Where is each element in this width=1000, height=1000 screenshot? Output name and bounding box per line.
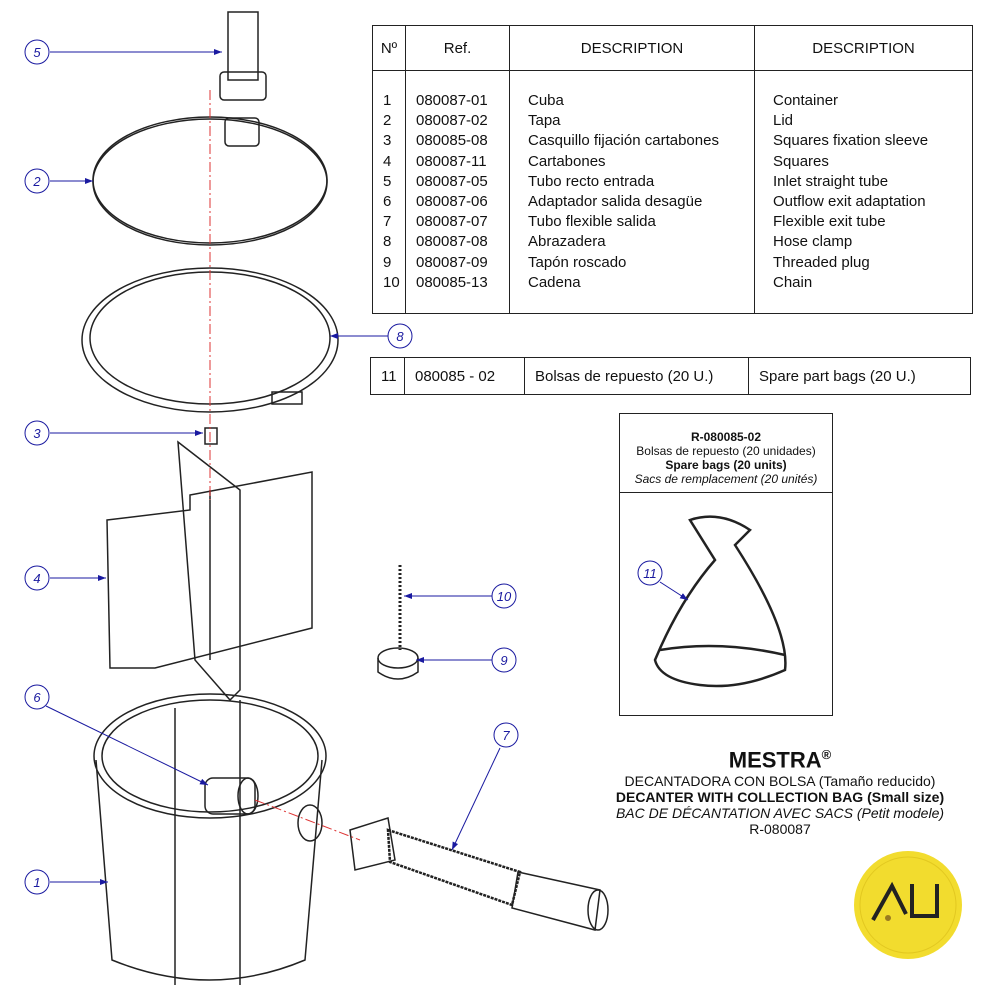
callout-4: 4 — [33, 571, 40, 586]
row-2-ref: 080087-02 — [416, 112, 488, 130]
spare-no: 11 — [370, 357, 405, 395]
bag-ref: R-080085-02 — [690, 430, 762, 444]
sleeve-part — [224, 117, 260, 147]
row-7-n: 7 — [383, 213, 392, 231]
row-4-es: Cartabones — [528, 152, 606, 170]
row-3-es: Casquillo fijación cartabones — [528, 132, 719, 150]
spare-ref: 080085 - 02 — [404, 357, 525, 395]
row-9-en: Threaded plug — [773, 253, 870, 271]
row-9-es: Tapón roscado — [528, 253, 627, 271]
callout-1: 1 — [33, 875, 40, 890]
row-6-en: Outflow exit adaptation — [773, 192, 926, 210]
fixation-sleeve-part — [204, 427, 218, 445]
row-8-ref: 080087-08 — [416, 233, 488, 251]
header-description-en: DESCRIPTION — [754, 25, 973, 71]
row-8-en: Hose clamp — [773, 233, 853, 251]
flexible-tube-part — [349, 817, 609, 931]
row-6-n: 6 — [383, 192, 392, 210]
row-10-en: Chain — [773, 273, 813, 291]
row-6-ref: 080087-06 — [416, 192, 488, 210]
outflow-adapter-part — [204, 777, 259, 815]
callout-6: 6 — [33, 690, 41, 705]
row-5-n: 5 — [383, 172, 392, 190]
row-2-n: 2 — [383, 112, 392, 130]
row-7-ref: 080087-07 — [416, 213, 488, 231]
inlet-tube-part — [219, 11, 267, 101]
row-9-ref: 080087-09 — [416, 253, 488, 271]
spare-en: Spare part bags (20 U.) — [748, 357, 971, 395]
bag-fr: Sacs de remplacement (20 unités) — [634, 472, 818, 486]
callout-7: 7 — [502, 728, 510, 743]
row-1-en: Container — [773, 92, 839, 109]
row-1-n: 1 — [383, 92, 392, 109]
product-title-block: MESTRA® DECANTADORA CON BOLSA (Tamaño re… — [590, 742, 970, 837]
header-description-es: DESCRIPTION — [509, 25, 755, 71]
row-5-ref: 080087-05 — [416, 172, 488, 190]
bag-drawing — [653, 515, 787, 688]
product-ref: R-080087 — [749, 821, 811, 838]
title-es: DECANTADORA CON BOLSA (Tamaño reducido) — [624, 773, 936, 790]
row-10-ref: 080085-13 — [416, 273, 488, 291]
col-ref: 080087-01 080087-02 080085-08 080087-11 0800… — [405, 70, 510, 314]
row-3-n: 3 — [383, 132, 392, 150]
callout-11: 11 — [643, 566, 657, 581]
callout-8: 8 — [396, 329, 404, 344]
row-4-en: Squares — [773, 152, 829, 170]
header-no: Nº — [372, 25, 406, 71]
registered-mark: ® — [821, 747, 832, 762]
row-10-es: Cadena — [528, 273, 581, 291]
callout-3: 3 — [33, 426, 41, 441]
au-logo — [854, 851, 962, 959]
row-2-en: Lid — [773, 112, 794, 130]
spare-parts-table: 11 080085 - 02 Bolsas de repuesto (20 U.… — [370, 357, 971, 395]
bag-en: Spare bags (20 units) — [665, 458, 787, 472]
row-1-ref: 080087-01 — [416, 92, 488, 109]
title-en: DECANTER WITH COLLECTION BAG (Small size… — [615, 789, 945, 806]
spare-bag-box: R-080085-02 Bolsas de repuesto (20 unida… — [619, 413, 833, 716]
threaded-plug-part — [377, 647, 419, 680]
row-3-ref: 080085-08 — [416, 132, 488, 150]
row-5-es: Tubo recto entrada — [528, 172, 655, 190]
row-1-es: Cuba — [528, 92, 564, 109]
title-fr: BAC DE DÉCANTATION AVEC SACS (Petit mode… — [615, 805, 945, 822]
row-2-es: Tapa — [528, 112, 561, 130]
callout-9: 9 — [500, 653, 507, 668]
row-7-en: Flexible exit tube — [773, 213, 886, 231]
row-10-n: 10 — [383, 273, 400, 291]
row-8-es: Abrazadera — [528, 233, 606, 251]
spare-es: Bolsas de repuesto (20 U.) — [524, 357, 749, 395]
container-part — [93, 693, 327, 985]
squares-part — [106, 440, 313, 702]
row-4-n: 4 — [383, 152, 392, 170]
row-3-en: Squares fixation sleeve — [773, 132, 929, 150]
header-ref: Ref. — [405, 25, 510, 71]
callout-10: 10 — [497, 589, 512, 604]
row-8-n: 8 — [383, 233, 392, 251]
parts-table: Nº Ref. DESCRIPTION DESCRIPTION 1 2 3 4 5 6 7 8… — [372, 25, 973, 314]
bag-es: Bolsas de repuesto (20 unidades) — [636, 444, 816, 458]
callout-2: 2 — [32, 174, 41, 189]
row-4-ref: 080087-11 — [416, 152, 487, 170]
row-6-es: Adaptador salida desagüe — [528, 192, 703, 210]
row-5-en: Inlet straight tube — [773, 172, 889, 190]
row-7-es: Tubo flexible salida — [528, 213, 656, 231]
col-no: 1 2 3 4 5 6 7 8 9 10 — [372, 70, 406, 314]
row-9-n: 9 — [383, 253, 392, 271]
brand-name: MESTRA — [728, 747, 822, 773]
callout-5: 5 — [33, 45, 41, 60]
